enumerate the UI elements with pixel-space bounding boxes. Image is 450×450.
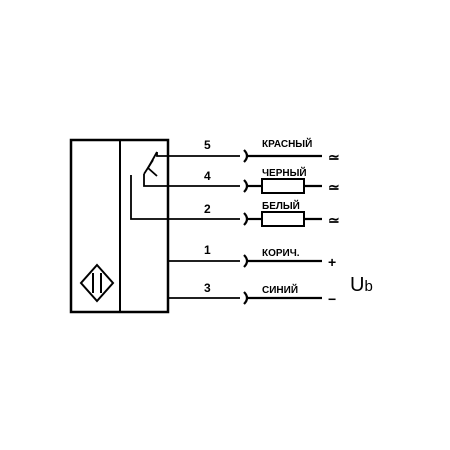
internal-wiring (130, 152, 240, 299)
wire-color-label: КРАСНЫЙ (262, 137, 312, 150)
sensor-symbol-icon (79, 263, 115, 303)
pin-number: 2 (204, 202, 211, 216)
wire-color-label: КОРИЧ. (262, 248, 300, 259)
pin-number: 4 (204, 169, 211, 183)
pin-number: 3 (204, 281, 211, 295)
wire-symbol: + (328, 254, 336, 270)
wire-symbol: ≃ (328, 149, 340, 165)
switch-contact-icon (143, 151, 158, 184)
wire-symbol: − (328, 291, 336, 307)
resistor-symbol-icon (261, 178, 305, 194)
supply-voltage-main: U (350, 274, 364, 296)
wire-color-label: ЧЕРНЫЙ (262, 166, 307, 179)
wire-color-label: БЕЛЫЙ (262, 199, 300, 212)
resistor-symbol-icon (261, 211, 305, 227)
pin-number: 1 (204, 243, 211, 257)
supply-voltage-label: Ub (350, 274, 373, 296)
wire-symbol: ≃ (328, 179, 340, 195)
pin-number: 5 (204, 138, 211, 152)
supply-voltage-sub: b (364, 278, 372, 295)
connector-symbols (243, 149, 322, 305)
wire-symbol: ≃ (328, 212, 340, 228)
wire-color-label: СИНИЙ (262, 283, 298, 296)
